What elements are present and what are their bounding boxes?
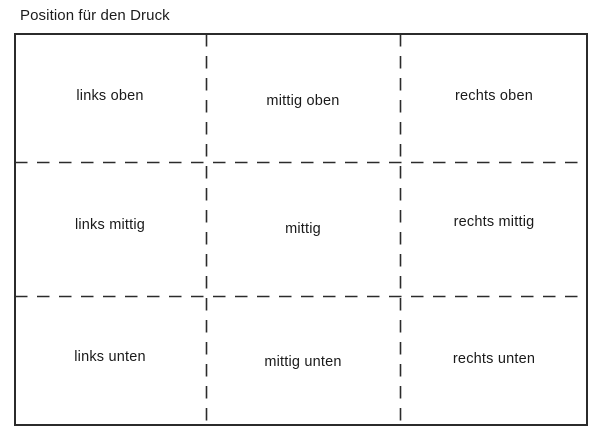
diagram-title: Position für den Druck [20,7,170,24]
position-label-mittig: mittig [285,221,321,237]
position-label-links-unten: links unten [74,349,146,365]
position-label-rechts-mittig: rechts mittig [453,214,535,230]
position-label-links-oben: links oben [76,88,144,104]
position-label-rechts-oben: rechts oben [455,88,533,104]
position-label-links-mittig: links mittig [74,217,146,233]
position-label-rechts-unten: rechts unten [452,351,536,367]
position-label-mittig-unten: mittig unten [264,354,342,370]
position-label-mittig-oben: mittig oben [266,93,340,109]
